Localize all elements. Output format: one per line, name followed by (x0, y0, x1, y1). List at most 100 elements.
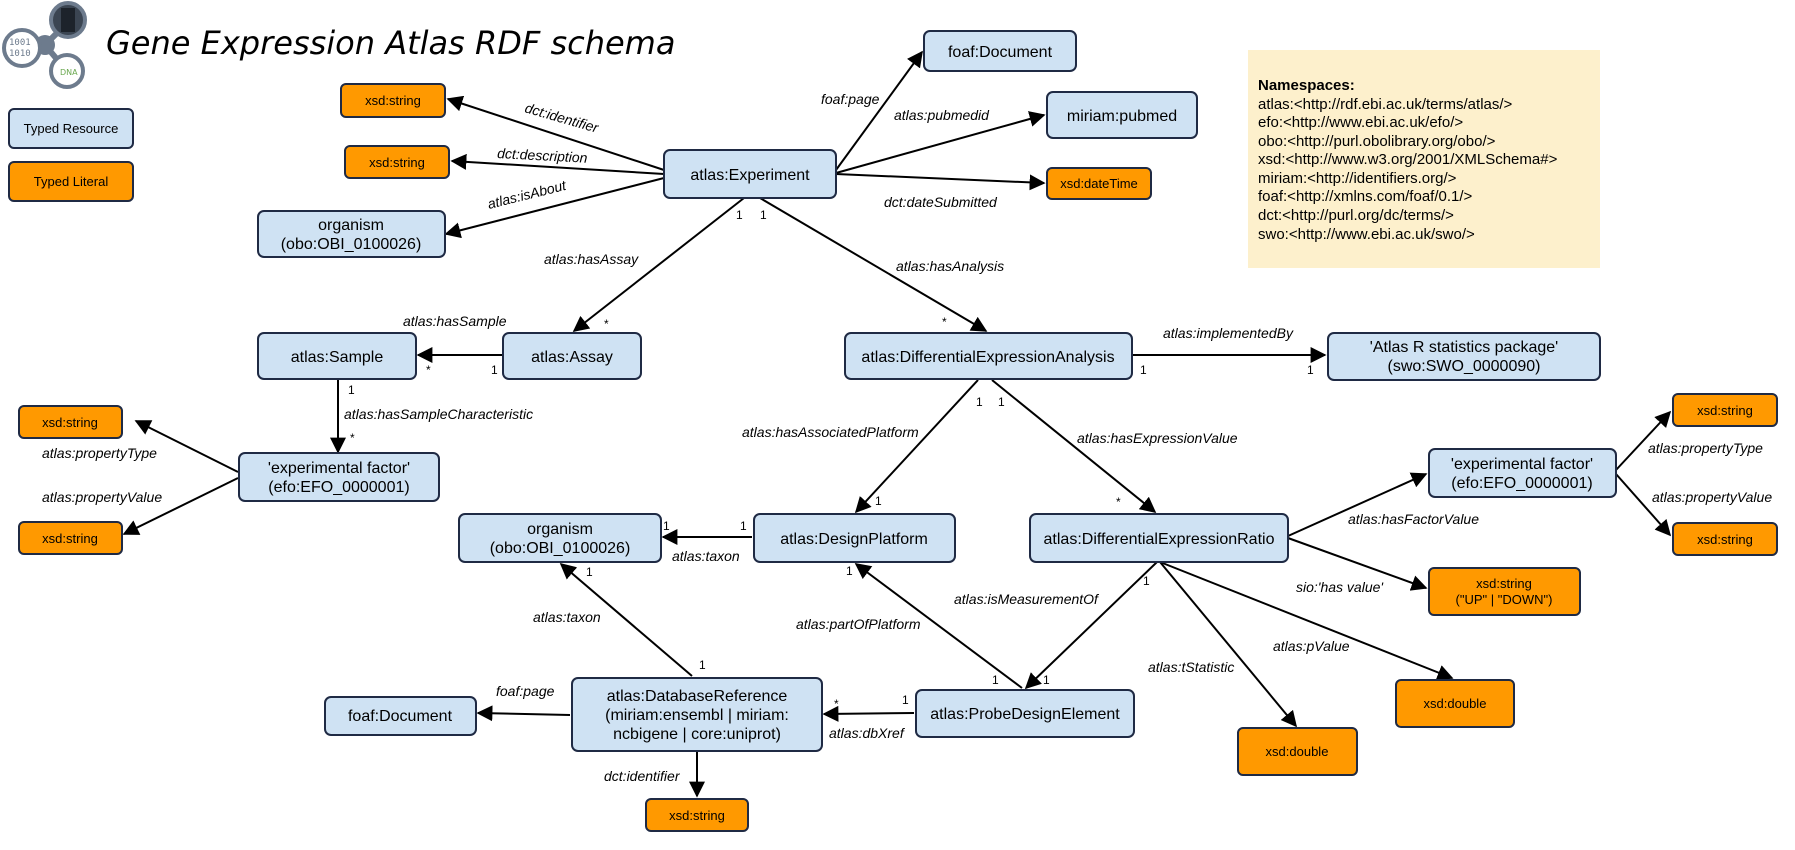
node-label: 'Atlas R statistics package' (1370, 339, 1558, 356)
edge-label: atlas:taxon (672, 548, 740, 564)
atlas-logo: 1001 1010 DNA (2, 1, 87, 89)
edges (122, 50, 1672, 798)
node-organism-mid: organism (obo:OBI_0100026) (458, 513, 662, 563)
edge-atlas-partofplatform (854, 563, 1023, 689)
edge-label: dct:description (497, 145, 588, 166)
node-xsd-string-description: xsd:string (344, 145, 450, 179)
edge-sio-hasvalue (1287, 537, 1428, 591)
node-label: ("UP" | "DOWN") (1456, 592, 1553, 607)
edge-label: atlas:pValue (1273, 638, 1350, 654)
edge-label: atlas:isMeasurementOf (954, 591, 1100, 607)
node-label: atlas:Experiment (690, 167, 810, 184)
node-label: xsd:string (369, 155, 425, 170)
node-label: xsd:string (1697, 532, 1753, 547)
multiplicity: 1 (736, 208, 743, 222)
node-probe-design-element: atlas:ProbeDesignElement (915, 689, 1135, 738)
multiplicity: 1 (1307, 363, 1314, 377)
edge-label: atlas:hasAssay (544, 251, 639, 267)
multiplicity: 1 (992, 673, 999, 687)
node-assay: atlas:Assay (502, 332, 642, 380)
edge-label: atlas:partOfPlatform (796, 616, 921, 632)
edge-foaf-page (835, 50, 923, 171)
edge-atlas-dbxref (822, 705, 915, 722)
edge-atlas-isabout (444, 177, 665, 239)
multiplicity: 1 (1043, 673, 1050, 687)
multiplicity: 1 (902, 693, 909, 707)
node-label: (miriam:ensembl | miriam: (605, 707, 789, 724)
multiplicity: 1 (740, 519, 747, 533)
node-xsd-datetime: xsd:dateTime (1046, 167, 1152, 200)
multiplicity: * (604, 317, 609, 331)
node-label: miriam:pubmed (1067, 108, 1177, 125)
node-dea: atlas:DifferentialExpressionAnalysis (844, 332, 1133, 380)
node-label: atlas:Assay (531, 349, 613, 366)
node-label: 'experimental factor' (268, 460, 410, 477)
legend-typed-swatch (8, 108, 134, 149)
multiplicity: * (350, 431, 355, 445)
node-label: xsd:string (1697, 403, 1753, 418)
node-miriam-pubmed: miriam:pubmed (1046, 91, 1198, 139)
node-label: xsd:string (42, 415, 98, 430)
edge-label: foaf:page (821, 91, 880, 107)
legend: Typed Resource Typed Literal (8, 108, 134, 202)
multiplicity: 1 (663, 519, 670, 533)
edge-label: atlas:hasAnalysis (896, 258, 1004, 274)
node-label: organism (527, 521, 593, 538)
multiplicity: 1 (976, 395, 983, 409)
edge-atlas-tstatistic (1159, 561, 1298, 728)
node-experimental-factor-right: 'experimental factor' (efo:EFO_0000001) (1428, 448, 1617, 498)
multiplicity: 1 (491, 363, 498, 377)
edge-dct-identifier (446, 95, 665, 171)
multiplicity: 1 (1143, 574, 1150, 588)
node-xsd-string-right-value: xsd:string (1672, 522, 1778, 556)
page-title: Gene Expression Atlas RDF schema (106, 24, 675, 62)
edge-dct-description (450, 153, 665, 175)
node-label: organism (318, 217, 384, 234)
namespace-line: xsd:<http://www.w3.org/2001/XMLSchema#> (1258, 151, 1558, 168)
node-label: xsd:string (1476, 576, 1532, 591)
node-label: (efo:EFO_0000001) (1451, 475, 1592, 492)
namespace-line: efo:<http://www.ebi.ac.uk/efo/> (1258, 114, 1463, 131)
edge-label: atlas:hasSample (403, 313, 507, 329)
edge-atlas-pubmedid (835, 111, 1046, 174)
node-label: (efo:EFO_0000001) (268, 479, 409, 496)
multiplicity: * (942, 315, 947, 329)
node-experiment: atlas:Experiment (663, 149, 837, 199)
edge-labels: dct:identifier dct:description atlas:isA… (42, 91, 1772, 784)
edge-atlas-ismeasurementof (1024, 561, 1158, 690)
edge-label: atlas:pubmedid (894, 107, 990, 123)
multiplicity: 1 (699, 658, 706, 672)
node-label: xsd:string (365, 93, 421, 108)
edge-atlas-pvalue (1159, 561, 1454, 681)
namespace-line: swo:<http://www.ebi.ac.uk/swo/> (1258, 226, 1475, 243)
node-design-platform: atlas:DesignPlatform (753, 513, 956, 563)
node-der: atlas:DifferentialExpressionRatio (1029, 513, 1289, 563)
namespace-line: foaf:<http://xmlns.com/foaf/0.1/> (1258, 188, 1473, 205)
edge-label: atlas:propertyValue (1652, 489, 1772, 505)
edge-label: dct:identifier (604, 768, 681, 784)
edge-label: dct:dateSubmitted (884, 194, 998, 210)
node-label: atlas:DifferentialExpressionRatio (1044, 531, 1275, 548)
node-label: (obo:OBI_0100026) (490, 540, 631, 557)
node-label: atlas:DifferentialExpressionAnalysis (861, 349, 1114, 366)
node-label: ncbigene | core:uniprot) (613, 726, 781, 743)
node-label: xsd:string (42, 531, 98, 546)
edge-label: atlas:propertyType (1648, 440, 1763, 456)
multiplicity: 1 (760, 208, 767, 222)
multiplicity: 1 (998, 395, 1005, 409)
node-xsd-string-identifier: xsd:string (340, 83, 446, 118)
multiplicity: * (426, 363, 431, 377)
multiplicities: 1 1 * * * 1 1 1 1 * 1 1 1 * 1 1 1 1 1 1 … (348, 208, 1314, 711)
node-label: xsd:double (1424, 696, 1487, 711)
namespaces-heading: Namespaces: (1258, 77, 1355, 94)
namespaces-background (1248, 50, 1600, 268)
multiplicity: 1 (1140, 363, 1147, 377)
namespace-line: atlas:<http://rdf.ebi.ac.uk/terms/atlas/… (1258, 96, 1513, 113)
edge-atlas-taxon-low (559, 562, 693, 677)
node-database-reference: atlas:DatabaseReference (miriam:ensembl … (571, 677, 823, 752)
edge-atlas-hasanalysis (759, 197, 988, 332)
multiplicity: * (1116, 495, 1121, 509)
namespaces-panel: Namespaces: atlas:<http://rdf.ebi.ac.uk/… (1248, 50, 1600, 268)
node-foaf-document-bottom: foaf:Document (324, 696, 477, 736)
edge-label: atlas:hasSampleCharacteristic (344, 406, 533, 422)
